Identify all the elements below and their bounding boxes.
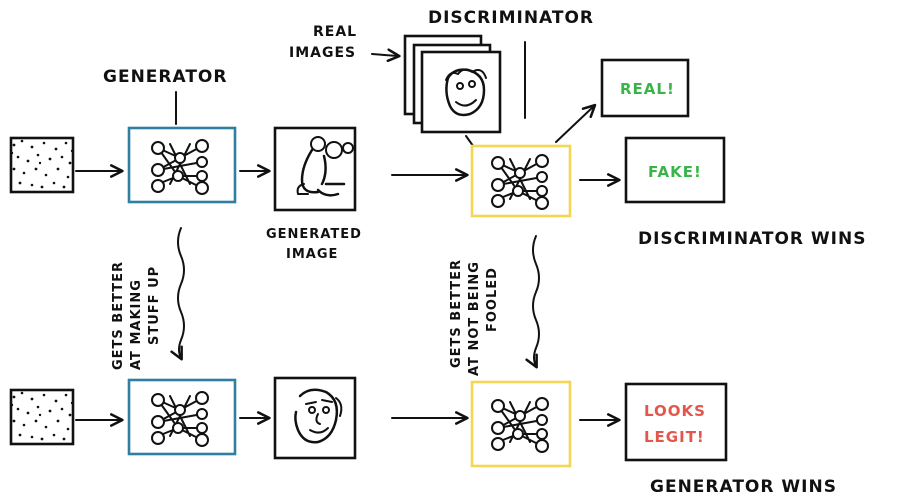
verdict-fake-box <box>624 136 726 204</box>
discriminator-label: DISCRIMINATOR <box>428 8 594 28</box>
verdict-real-box <box>600 58 690 118</box>
disc-improves-line-2: AT NOT BEING <box>467 261 482 376</box>
face-sketch-icon <box>445 68 487 117</box>
discriminator-wins-label: DISCRIMINATOR WINS <box>638 229 866 249</box>
discriminator-improves-label: GETS BETTER AT NOT BEING FOOLED <box>449 259 500 376</box>
generated-image-label: GENERATED IMAGE <box>266 227 362 262</box>
generator-wins-label: GENERATOR WINS <box>650 477 837 497</box>
gen-improves-line-3: STUFF UP <box>147 266 162 345</box>
noise-input-bottom <box>9 388 75 446</box>
gen-improves-line-2: AT MAKING <box>129 279 144 370</box>
real-images-stack <box>403 34 502 134</box>
generated-image-box-bottom <box>273 376 357 460</box>
generator-improves-arrow <box>170 227 185 361</box>
generated-image-box-top <box>273 126 357 212</box>
arrow-to-real <box>555 103 597 143</box>
face-sketch-icon <box>294 388 343 444</box>
real-images-label: REAL IMAGES <box>289 24 357 61</box>
disc-improves-line-1: GETS BETTER <box>449 259 464 368</box>
verdict-legit-line-1: LOOKS <box>644 402 706 420</box>
real-images-line-1: REAL <box>313 24 357 40</box>
verdict-legit-line-2: LEGIT! <box>644 428 705 446</box>
generated-image-line-1: GENERATED <box>266 227 362 242</box>
gen-improves-line-1: GETS BETTER <box>111 261 126 370</box>
real-images-line-2: IMAGES <box>289 45 356 61</box>
real-images-arrow <box>371 48 401 63</box>
generated-image-line-2: IMAGE <box>286 247 338 262</box>
verdict-real-text: REAL! <box>620 80 675 98</box>
generator-improves-label: GETS BETTER AT MAKING STUFF UP <box>111 261 162 370</box>
verdict-legit-box <box>624 382 728 462</box>
stick-figure-sketch-icon <box>296 136 354 197</box>
verdict-fake-text: FAKE! <box>648 163 702 181</box>
discriminator-improves-arrow <box>525 235 540 369</box>
disc-improves-line-3: FOOLED <box>485 267 500 332</box>
generator-label: GENERATOR <box>103 67 227 87</box>
